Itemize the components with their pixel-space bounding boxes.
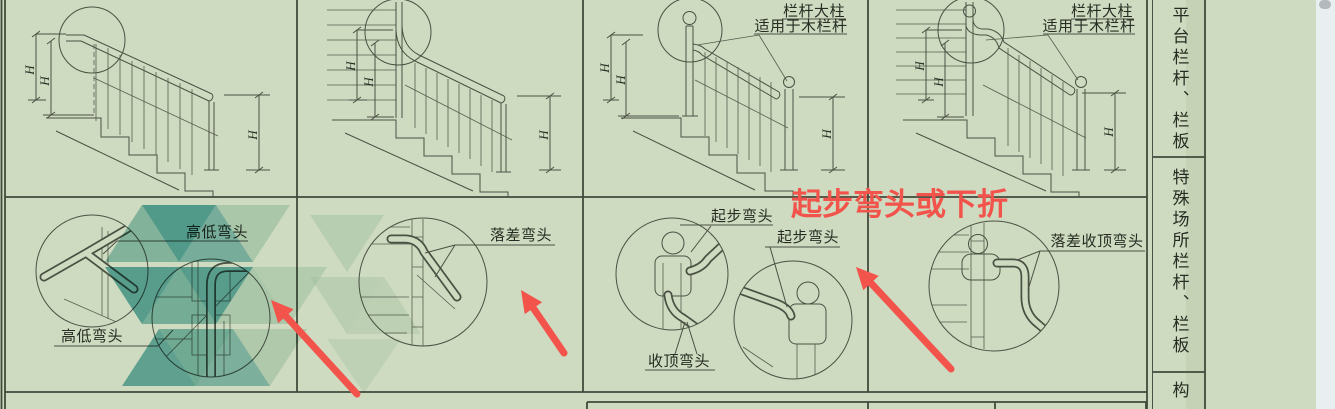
detail-circle-2-content <box>734 281 827 379</box>
stair-drawing <box>621 11 798 197</box>
label-drop-top-finish-elbow: 落差收顶弯头 <box>1050 233 1143 250</box>
dim-label-h: H <box>931 77 946 88</box>
dim-label-h: H <box>37 76 52 87</box>
sidebar-tab-column: 平台栏杆、栏板 特殊场所栏杆、栏板 构 <box>1153 0 1205 409</box>
detail-labels: 起步弯头 起步弯头 收顶弯头 <box>645 208 840 371</box>
callout-labels: 栏杆大柱 适用于木栏杆 <box>1042 3 1135 35</box>
dimension-lines: H H H <box>22 30 270 174</box>
red-annotation-text: 起步弯头或下折 <box>791 187 1008 222</box>
callout-newel-post: 栏杆大柱 <box>783 3 845 20</box>
callout-wood-railing: 适用于木栏杆 <box>1042 18 1135 35</box>
callout-newel-post: 栏杆大柱 <box>1071 3 1133 20</box>
dimension-lines: H H H <box>343 26 561 174</box>
panel-detail-start-elbow: 起步弯头 起步弯头 收顶弯头 <box>615 208 853 380</box>
detail-indicator-circle <box>364 0 432 66</box>
red-arrow-1 <box>271 300 361 398</box>
watermark-triangles <box>105 205 421 393</box>
dim-label-h: H <box>245 130 260 141</box>
dim-label-h: H <box>343 61 358 72</box>
detail-circle-1 <box>615 217 729 331</box>
dim-label-h: H <box>22 65 37 76</box>
sidebar-tab-construction: 构 <box>1153 372 1205 409</box>
red-arrow-3 <box>856 267 955 373</box>
detail-circle-1-content <box>654 223 728 330</box>
label-start-elbow-1: 起步弯头 <box>711 208 773 225</box>
red-arrow-2 <box>521 290 568 357</box>
detail-indicator-circle <box>58 6 126 74</box>
stair-drawing <box>896 2 1090 197</box>
dim-label-h: H <box>597 63 612 74</box>
detail-indicator-circle <box>657 0 723 63</box>
detail-indicator-circle <box>937 0 1005 64</box>
dim-label-h: H <box>819 129 834 140</box>
scan-shading <box>1186 0 1205 409</box>
scrollbar-thumb[interactable] <box>1319 0 1331 9</box>
dim-label-h: H <box>361 77 376 88</box>
dimension-lines: H H H <box>912 26 1126 174</box>
label-drop-elbow: 落差弯头 <box>490 227 552 244</box>
stair-drawing <box>46 34 219 197</box>
detail-circle-2 <box>733 260 853 380</box>
sidebar-tab-label: 特殊场所栏杆、栏板 <box>1169 168 1189 357</box>
detail-labels: 落差弯头 <box>424 227 555 278</box>
sidebar-tab-special-railing: 特殊场所栏杆、栏板 <box>1153 157 1205 372</box>
callout-labels: 栏杆大柱 适用于木栏杆 <box>754 3 847 35</box>
label-top-finish-elbow: 收顶弯头 <box>648 353 710 370</box>
detail-circle-content <box>359 219 462 346</box>
panel-detail-drop-elbow: 落差弯头 <box>358 217 555 347</box>
panel-stair-elevation-2: H H H <box>327 0 561 197</box>
dimension-lines: H H H <box>597 31 845 174</box>
detail-circle-content <box>929 223 1056 351</box>
sidebar-tab-platform-railing: 平台栏杆、栏板 <box>1153 0 1205 157</box>
callout-wood-railing: 适用于木栏杆 <box>754 18 847 35</box>
dim-label-h: H <box>613 75 628 86</box>
sidebar-tab-label: 平台栏杆、栏板 <box>1169 6 1189 153</box>
sidebar-tab-label: 构 <box>1169 381 1189 402</box>
detail-circle <box>928 220 1060 352</box>
panel-stair-elevation-4: 栏杆大柱 适用于木栏杆 H H H <box>896 0 1135 197</box>
panel-detail-drop-top-elbow: 落差收顶弯头 <box>928 220 1145 352</box>
watermark-logo <box>105 205 421 393</box>
viewer-background <box>1316 0 1335 409</box>
dim-label-h: H <box>912 61 927 72</box>
dim-label-h: H <box>536 130 551 141</box>
label-high-low-elbow-2: 高低弯头 <box>61 328 123 345</box>
panel-stair-elevation-1: H H H <box>22 6 270 197</box>
label-start-elbow-2: 起步弯头 <box>777 229 839 246</box>
panel-stair-elevation-3: 栏杆大柱 适用于木栏杆 H H H <box>597 0 847 197</box>
stair-drawing <box>327 2 513 197</box>
dim-label-h: H <box>1101 127 1116 138</box>
detail-labels: 落差收顶弯头 <box>1016 233 1145 291</box>
